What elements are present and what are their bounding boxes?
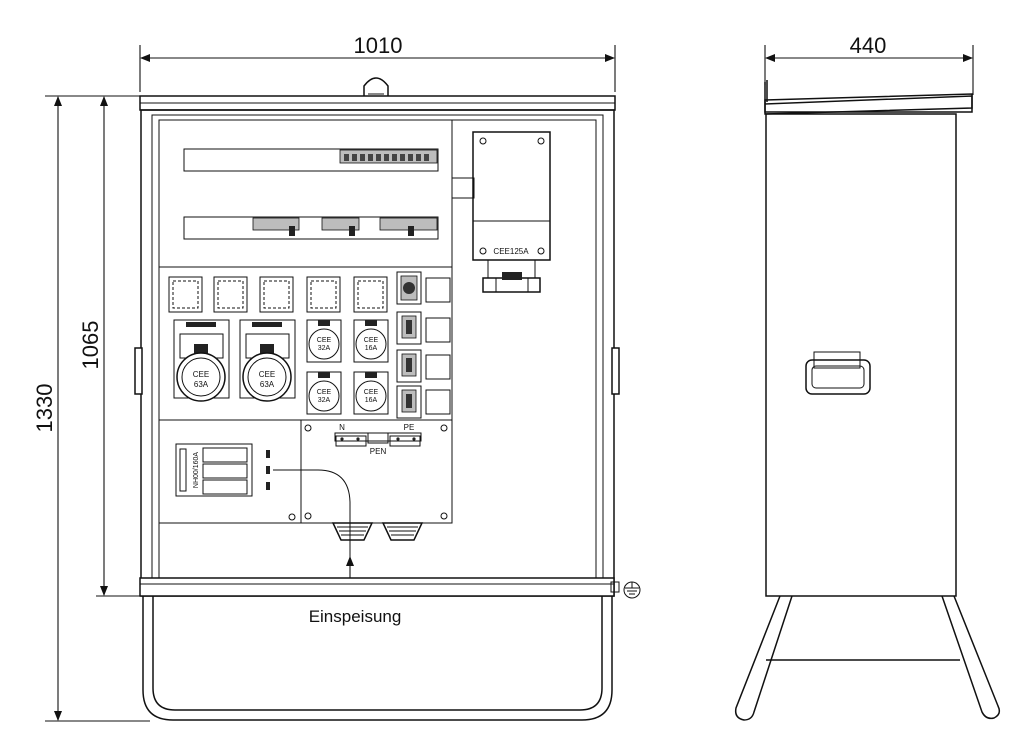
- lifting-eye: [363, 77, 389, 96]
- cee125-box: CEE125A: [472, 131, 551, 293]
- cee-small-socket-1: CEE 32A: [306, 319, 342, 363]
- side-handle: [805, 351, 871, 395]
- feed-in-label: Einspeisung: [309, 607, 402, 626]
- total-height-dim-text: 1330: [32, 384, 57, 433]
- feed-cable: [273, 469, 351, 595]
- cee63-2-top: CEE: [259, 370, 275, 379]
- cee-small-4-top: CEE: [364, 389, 379, 396]
- cee-small-3-top: CEE: [317, 389, 332, 396]
- dimension-width: 1010: [139, 33, 616, 92]
- cee-small-1-top: CEE: [317, 337, 332, 344]
- din-rail-middle: [183, 216, 439, 240]
- side-legs: [734, 595, 1001, 721]
- cee63-socket-2: CEE 63A: [239, 319, 296, 402]
- base-rail: [139, 577, 615, 597]
- depth-dim-text: 440: [850, 33, 887, 58]
- cee125-label: CEE125A: [493, 247, 529, 256]
- cee-small-3-bottom: 32A: [318, 397, 331, 404]
- cable-glands: [331, 522, 424, 541]
- pe-label: PE: [404, 423, 415, 432]
- cee-small-2-top: CEE: [364, 337, 379, 344]
- cee63-socket-1: CEE 63A: [173, 319, 230, 402]
- n-label: N: [339, 423, 345, 432]
- ground-icon: [623, 581, 641, 599]
- cee-small-socket-4: CEE 16A: [353, 371, 389, 415]
- pen-label: PEN: [370, 447, 387, 456]
- din-rail-top: [183, 148, 439, 172]
- dimension-cabinet-height: 1065: [78, 95, 140, 597]
- pen-terminal: N PE PEN: [334, 423, 422, 456]
- side-body: [765, 113, 957, 597]
- width-dim-text: 1010: [354, 33, 403, 58]
- right-hinge: [611, 347, 620, 395]
- dimension-depth: 440: [764, 33, 974, 95]
- cee63-2-bottom: 63A: [260, 380, 275, 389]
- switch-label: NH00/160A: [193, 452, 200, 489]
- cee-small-4-bottom: 16A: [365, 397, 378, 404]
- side-view: [734, 80, 1001, 721]
- main-switch: NH00/160A: [175, 443, 296, 521]
- cee-small-socket-3: CEE 32A: [306, 371, 342, 415]
- front-frame: [142, 596, 613, 721]
- terminal-section: [300, 419, 453, 524]
- cee63-1-top: CEE: [193, 370, 209, 379]
- cabinet-height-dim-text: 1065: [78, 321, 103, 370]
- cee-small-2-bottom: 16A: [365, 345, 378, 352]
- dimension-total-height: 1330: [32, 95, 150, 722]
- rcd-module: [396, 271, 451, 305]
- side-roof: [764, 93, 973, 115]
- front-view: CEE125A: [134, 77, 641, 721]
- mcb-modules: [396, 311, 451, 419]
- cee63-1-bottom: 63A: [194, 380, 209, 389]
- inner-panel: [158, 119, 597, 579]
- cee-small-1-bottom: 32A: [318, 345, 331, 352]
- blank-plates-row: [168, 276, 388, 313]
- cee-small-socket-2: CEE 16A: [353, 319, 389, 363]
- left-hinge: [134, 347, 143, 395]
